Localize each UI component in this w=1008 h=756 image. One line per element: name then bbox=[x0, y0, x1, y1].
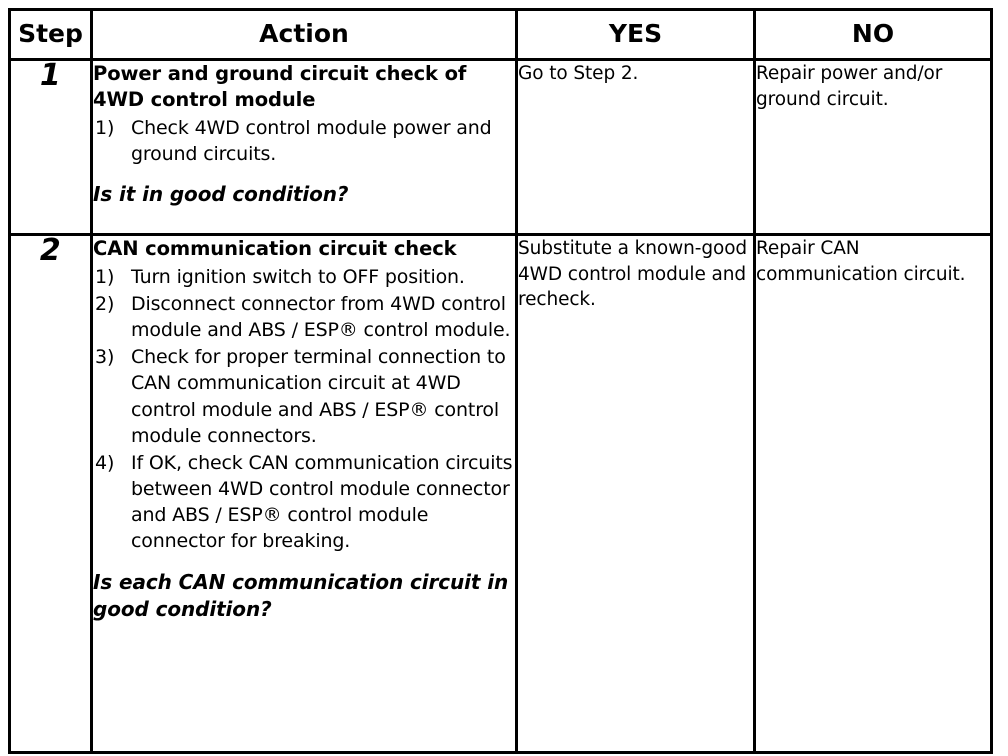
column-header-step: Step bbox=[8, 8, 93, 61]
no-result-text: Repair power and/or ground circuit. bbox=[756, 63, 943, 110]
yes-result-text: Go to Step 2. bbox=[518, 63, 639, 84]
list-item-text: Turn ignition switch to OFF position. bbox=[131, 265, 465, 288]
list-item-marker: 4) bbox=[95, 451, 115, 474]
list-item-text: Check 4WD control module power and groun… bbox=[131, 116, 492, 165]
action-question: Is each CAN communication circuit in goo… bbox=[93, 570, 509, 621]
list-item-marker: 3) bbox=[95, 346, 115, 369]
list-item-text: Check for proper terminal connection to … bbox=[131, 346, 506, 447]
yes-result-cell: Go to Step 2. bbox=[515, 58, 756, 236]
list-item-marker: 1) bbox=[95, 265, 115, 288]
action-title: Power and ground circuit check of 4WD co… bbox=[93, 62, 467, 111]
yes-result-cell: Substitute a known-good 4WD control modu… bbox=[515, 233, 756, 754]
action-step-list: 1) Turn ignition switch to OFF position.… bbox=[93, 264, 515, 554]
list-item: 3) Check for proper terminal connection … bbox=[93, 344, 515, 449]
yes-result-text: Substitute a known-good 4WD control modu… bbox=[518, 238, 748, 311]
column-header-no: NO bbox=[753, 8, 993, 61]
list-item-text: Disconnect connector from 4WD control mo… bbox=[131, 293, 511, 342]
table-row: 1 Power and ground circuit check of 4WD … bbox=[8, 58, 993, 236]
list-item-text: If OK, check CAN communication circuits … bbox=[131, 451, 513, 553]
column-header-action: Action bbox=[90, 8, 518, 61]
action-question: Is it in good condition? bbox=[93, 182, 349, 207]
table-row: 2 CAN communication circuit check 1) Tur… bbox=[8, 233, 993, 754]
list-item: 2) Disconnect connector from 4WD control… bbox=[93, 291, 515, 343]
step-number-cell: 2 bbox=[8, 233, 93, 754]
no-result-cell: Repair power and/or ground circuit. bbox=[753, 58, 993, 236]
table-header-row: Step Action YES NO bbox=[8, 8, 993, 61]
step-number: 1 bbox=[39, 58, 62, 93]
list-item: 1) Check 4WD control module power and gr… bbox=[93, 115, 515, 167]
list-item-marker: 2) bbox=[95, 293, 115, 316]
step-number: 2 bbox=[39, 233, 62, 268]
action-cell: Power and ground circuit check of 4WD co… bbox=[90, 58, 518, 236]
column-header-yes: YES bbox=[515, 8, 756, 61]
list-item: 4) If OK, check CAN communication circui… bbox=[93, 450, 515, 555]
action-cell: CAN communication circuit check 1) Turn … bbox=[90, 233, 518, 754]
list-item-marker: 1) bbox=[95, 116, 115, 139]
action-title: CAN communication circuit check bbox=[93, 237, 457, 260]
list-item: 1) Turn ignition switch to OFF position. bbox=[93, 264, 515, 290]
action-step-list: 1) Check 4WD control module power and gr… bbox=[93, 115, 515, 167]
diagnostic-flow-table: Step Action YES NO 1 Power and ground ci… bbox=[8, 8, 993, 754]
no-result-text: Repair CAN communication circuit. bbox=[756, 238, 966, 285]
step-number-cell: 1 bbox=[8, 58, 93, 236]
no-result-cell: Repair CAN communication circuit. bbox=[753, 233, 993, 754]
